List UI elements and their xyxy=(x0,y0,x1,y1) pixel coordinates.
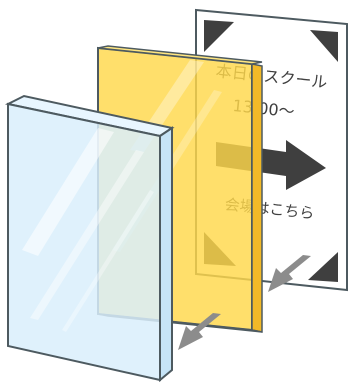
corner-triangle-icon xyxy=(204,20,234,52)
glare-streak xyxy=(22,128,114,256)
yellow-film-top-edge xyxy=(97,45,263,65)
glare-streak xyxy=(62,190,154,332)
yellow-film-edge xyxy=(251,63,263,333)
glare-streak xyxy=(30,150,144,320)
acrylic-side-edge xyxy=(159,126,173,383)
assembly-arrow-icon xyxy=(178,313,221,350)
corner-triangle-icon xyxy=(310,30,338,62)
acrylic-panel xyxy=(4,94,175,383)
acrylic-face xyxy=(7,102,161,382)
assembly-arrow-icon xyxy=(268,255,311,292)
corner-triangle-icon xyxy=(308,252,338,282)
